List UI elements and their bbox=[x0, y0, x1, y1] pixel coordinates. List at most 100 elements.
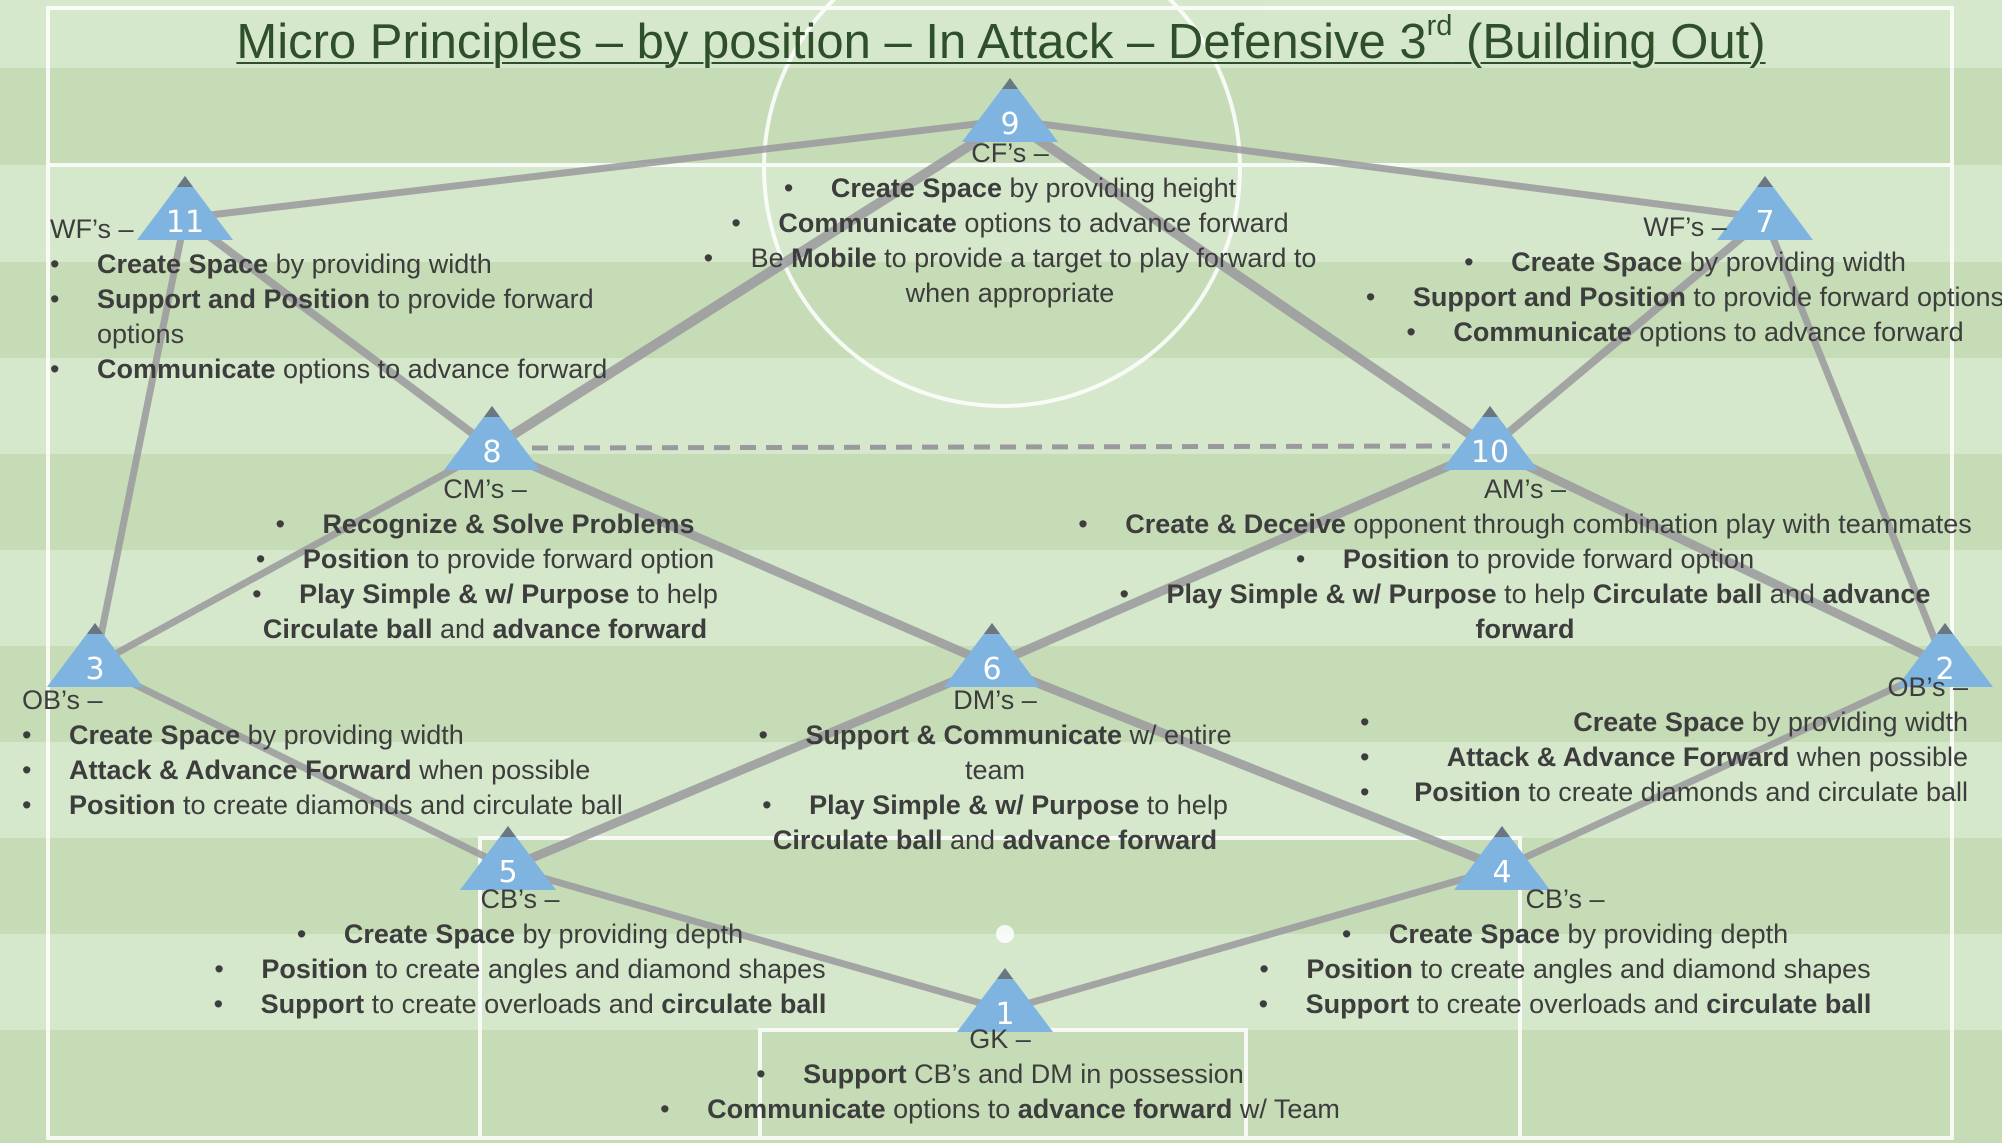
principle-item: Position to create angles and diamond sh… bbox=[1200, 952, 1930, 987]
am-principles: AM’s –Create & Deceive opponent through … bbox=[1070, 472, 1980, 647]
ob-left-principles: OB’s –Create Space by providing widthAtt… bbox=[22, 683, 682, 823]
principle-keyword: Position bbox=[69, 790, 176, 820]
principle-item: Create Space by providing depth bbox=[155, 917, 885, 952]
principle-keyword: Position bbox=[1414, 777, 1521, 807]
principle-keyword: Create Space bbox=[1573, 707, 1745, 737]
principle-keyword: Circulate ball bbox=[772, 825, 943, 855]
position-heading: OB’s – bbox=[1887, 672, 1968, 702]
principle-keyword: Create Space bbox=[343, 919, 515, 949]
principle-item: Communicate options to advance forward bbox=[680, 206, 1340, 241]
marker-number: 7 bbox=[1755, 205, 1774, 240]
principle-item: Attack & Advance Forward when possible bbox=[1360, 740, 1968, 775]
marker-number: 8 bbox=[482, 435, 501, 470]
principle-keyword: Communicate bbox=[707, 1094, 886, 1124]
principle-text: by providing width bbox=[240, 720, 464, 750]
principle-list: Create Space by providing depthPosition … bbox=[1200, 917, 1930, 1022]
marker-cone-tip bbox=[177, 176, 193, 187]
wf-left-principles: WF’s – Create Space by providing widthSup… bbox=[50, 212, 670, 387]
principle-keyword: Support & Communicate bbox=[805, 720, 1122, 750]
dm-principles: DM’s –Support & Communicate w/ entire te… bbox=[735, 683, 1255, 858]
principle-item: Position to create diamonds and circulat… bbox=[22, 788, 682, 823]
connector-cm-am-dashed bbox=[531, 443, 1451, 451]
principle-keyword: Circulate ball bbox=[262, 614, 433, 644]
principle-text: and bbox=[432, 614, 493, 644]
principle-keyword: Recognize & Solve Problems bbox=[322, 509, 695, 539]
player-marker-cf: 9 bbox=[962, 78, 1058, 142]
position-heading: CB’s – bbox=[1525, 884, 1605, 914]
connector-cf-rw bbox=[1006, 116, 1769, 222]
principle-text: when possible bbox=[1789, 742, 1968, 772]
principle-keyword: Position bbox=[302, 544, 410, 574]
principle-list: Create Space by providing heightCommunic… bbox=[680, 171, 1340, 311]
principle-keyword: Position bbox=[1306, 954, 1413, 984]
principle-list: Recognize & Solve ProblemsPosition to pr… bbox=[225, 507, 745, 647]
principle-item: Be Mobile to provide a target to play fo… bbox=[680, 241, 1340, 311]
principle-keyword: advance forward bbox=[1002, 825, 1218, 855]
player-marker-lw: 11 bbox=[137, 176, 233, 240]
cm-principles: CM’s –Recognize & Solve ProblemsPosition… bbox=[225, 472, 745, 647]
principle-keyword: Create Space bbox=[97, 249, 269, 279]
principle-text: to create diamonds and circulate ball bbox=[1520, 777, 1968, 807]
principle-text: to provide a target to play forward to w… bbox=[876, 243, 1317, 308]
marker-cone bbox=[1717, 176, 1813, 240]
position-heading: OB’s – bbox=[22, 685, 103, 715]
principle-text: w/ Team bbox=[1232, 1094, 1340, 1124]
principle-text: to create angles and diamond shapes bbox=[1412, 954, 1871, 984]
position-heading: WF’s – bbox=[1643, 212, 1727, 242]
player-marker-lb: 3 bbox=[47, 623, 143, 687]
principle-item: Communicate options to advance forward bbox=[50, 352, 670, 387]
ob-right-principles: OB’s –Create Space by providing widthAtt… bbox=[1360, 670, 1968, 810]
marker-cone bbox=[444, 406, 540, 470]
principle-item: Create & Deceive opponent through combin… bbox=[1070, 507, 1980, 542]
marker-cone bbox=[1442, 406, 1538, 470]
wf-right-principles: WF’s –Create Space by providing widthSup… bbox=[1365, 210, 2002, 350]
principle-item: Create Space by providing height bbox=[680, 171, 1340, 206]
player-marker-dm: 6 bbox=[944, 623, 1040, 687]
principle-keyword: Support and Position bbox=[1412, 282, 1686, 312]
principle-text: by providing width bbox=[268, 249, 492, 279]
marker-number: 3 bbox=[85, 652, 104, 687]
principle-item: Recognize & Solve Problems bbox=[225, 507, 745, 542]
principle-item: Position to provide forward option bbox=[1070, 542, 1980, 577]
principle-text: w/ entire team bbox=[964, 720, 1232, 785]
principle-keyword: Create & Deceive bbox=[1125, 509, 1346, 539]
penalty-spot bbox=[996, 925, 1014, 943]
marker-cone-tip bbox=[87, 623, 103, 634]
position-heading: WF’s – bbox=[50, 214, 134, 244]
player-marker-rcb: 4 bbox=[1454, 826, 1550, 890]
principle-keyword: Communicate bbox=[1453, 317, 1632, 347]
principle-list: Support & Communicate w/ entire teamPlay… bbox=[735, 718, 1255, 858]
player-marker-cm: 8 bbox=[444, 406, 540, 470]
principle-text: options to advance forward bbox=[1631, 317, 1964, 347]
marker-cone-tip bbox=[997, 968, 1013, 979]
principle-text: to help bbox=[1496, 579, 1593, 609]
principle-text: Be bbox=[750, 243, 792, 273]
principle-text: when possible bbox=[411, 755, 591, 785]
marker-number: 2 bbox=[1935, 652, 1954, 687]
principle-item: Communicate options to advance forward w… bbox=[560, 1092, 1440, 1127]
principle-text: options to advance forward bbox=[956, 208, 1289, 238]
gk-principles: GK –Support CB’s and DM in possessionCom… bbox=[560, 1022, 1440, 1127]
principle-keyword: Attack & Advance Forward bbox=[1446, 742, 1790, 772]
principle-list: Create Space by providing widthSupport a… bbox=[1365, 245, 2002, 350]
player-marker-rw: 7 bbox=[1717, 176, 1813, 240]
principle-item: Create Space by providing width bbox=[1360, 705, 1968, 740]
principle-text: to create diamonds and circulate ball bbox=[175, 790, 623, 820]
principle-text: to create overloads and bbox=[364, 989, 662, 1019]
principle-keyword: Support and Position bbox=[97, 284, 370, 314]
marker-cone-tip bbox=[1482, 406, 1498, 417]
center-circle bbox=[762, 0, 1242, 408]
principle-text: to help bbox=[1139, 790, 1228, 820]
marker-number: 1 bbox=[995, 997, 1014, 1032]
marker-cone-tip bbox=[1757, 176, 1773, 187]
principle-item: Position to provide forward option bbox=[225, 542, 745, 577]
position-heading: CM’s – bbox=[443, 474, 527, 504]
principle-keyword: advance forward bbox=[1017, 1094, 1233, 1124]
marker-cone-tip bbox=[984, 623, 1000, 634]
principle-item: Create Space by providing depth bbox=[1200, 917, 1930, 952]
position-heading: GK – bbox=[969, 1024, 1031, 1054]
player-marker-am: 10 bbox=[1442, 406, 1538, 470]
principle-text: by providing width bbox=[1682, 247, 1906, 277]
marker-number: 4 bbox=[1492, 855, 1511, 890]
principle-text: to provide forward options bbox=[97, 284, 594, 349]
